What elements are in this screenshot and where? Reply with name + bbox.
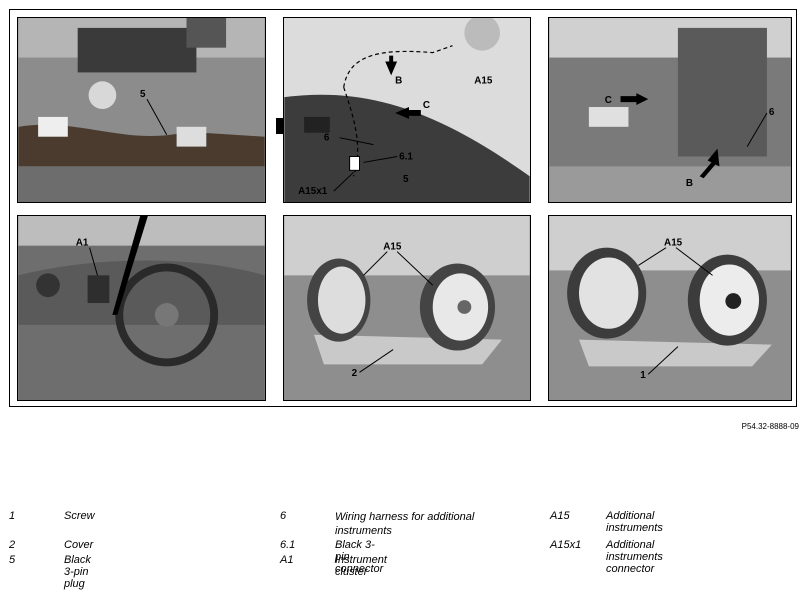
- legend-number: 6: [280, 510, 287, 522]
- panel-plug-closeup: 5: [17, 17, 266, 203]
- label-6-1: 6.1: [399, 151, 413, 162]
- photo-wiring-harness: B A15 C 6 6.1 A15x1 5: [284, 18, 530, 202]
- legend-text: Instrument cluster: [335, 554, 387, 578]
- legend-number: 2: [9, 539, 16, 551]
- photo-instruments-mounted: A15 1: [549, 216, 791, 400]
- label-A1: A1: [76, 238, 89, 249]
- legend-number: 1: [9, 510, 16, 522]
- legend-text: Screw: [64, 510, 95, 522]
- legend-text: Black 3-pin plug: [64, 554, 91, 590]
- label-B: B: [686, 178, 693, 189]
- panel-instruments-mounted: A15 1: [548, 215, 792, 401]
- photo-plug-closeup: 5: [18, 18, 265, 202]
- photo-dashboard-rear: C 6 B: [549, 18, 791, 202]
- legend-number: A15x1: [550, 539, 582, 551]
- label-A15: A15: [383, 242, 402, 253]
- panel-wiring-harness: B A15 C 6 6.1 A15x1 5: [283, 17, 531, 203]
- panel-interior: A1: [17, 215, 266, 401]
- panel-instruments-cover: A15 2: [283, 215, 531, 401]
- label-6: 6: [769, 107, 775, 118]
- legend-text: Wiring harness for additional instrument…: [335, 511, 475, 537]
- legend-text: Additional instruments: [606, 510, 663, 534]
- panel-dashboard-rear: C 6 B: [548, 17, 792, 203]
- legend-text: Cover: [64, 539, 94, 551]
- label-B: B: [395, 75, 402, 86]
- figure-reference: P54.32-8888-09: [741, 422, 799, 431]
- label-1: 1: [640, 370, 646, 381]
- legend-number: 6.1: [280, 539, 296, 551]
- label-A15x1: A15x1: [298, 186, 328, 197]
- photo-interior: A1: [18, 216, 265, 400]
- figure-frame: 5 B A15 C 6 6.1 A15x1 5: [9, 9, 797, 407]
- legend-number: A1: [280, 554, 294, 566]
- legend-number: 5: [9, 554, 16, 566]
- label-C: C: [605, 95, 612, 106]
- label-5: 5: [140, 89, 146, 100]
- label-6: 6: [324, 133, 330, 144]
- legend-number: A15: [550, 510, 570, 522]
- photo-instruments-cover: A15 2: [284, 216, 530, 400]
- legend-text: Additional instruments connector: [606, 539, 663, 575]
- label-A15: A15: [664, 238, 683, 249]
- label-2: 2: [352, 368, 358, 379]
- label-5: 5: [403, 174, 409, 185]
- label-C: C: [423, 100, 430, 111]
- label-A15: A15: [474, 75, 493, 86]
- legend-text: Black 3-pin connector: [335, 539, 384, 575]
